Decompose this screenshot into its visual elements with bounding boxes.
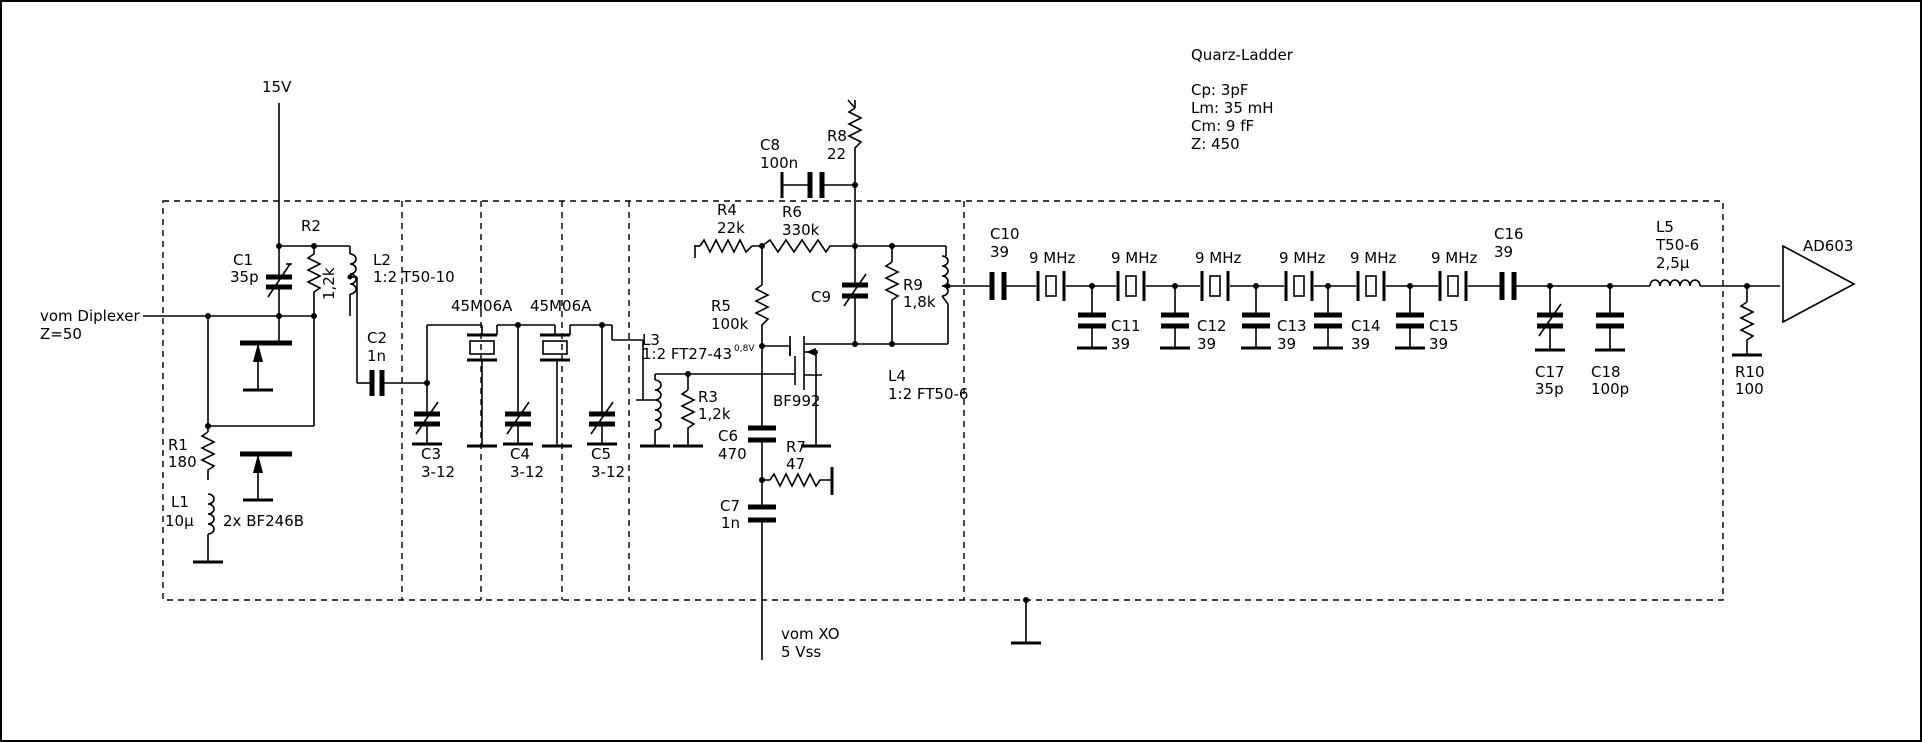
r9-value: 1,8k [903, 293, 936, 311]
c17-ref: C17 [1535, 363, 1565, 381]
ladder-filter [948, 244, 1856, 357]
input-impedance: Z=50 [40, 325, 82, 343]
ladder-xtal-5: 9 MHz [1350, 249, 1397, 267]
r5-ref: R5 [711, 297, 731, 315]
r4-value: 22k [717, 219, 745, 237]
enclosure [162, 200, 1724, 645]
input-stage [143, 103, 358, 564]
ladder-xtal-3: 9 MHz [1195, 249, 1242, 267]
r3-ref: R3 [698, 388, 718, 406]
labels: Quarz-Ladder Cp: 3pF Lm: 35 mH Cm: 9 fF … [40, 46, 1853, 661]
r6-value: 330k [782, 221, 820, 239]
quarz-lm: Lm: 35 mH [1191, 99, 1274, 117]
c3-value: 3-12 [421, 463, 455, 481]
xo-label: vom XO [781, 625, 840, 643]
bias-note: 0,8V [734, 344, 755, 354]
l5-ref: L5 [1656, 218, 1674, 236]
c6-value: 470 [718, 445, 747, 463]
r8-value: 22 [827, 145, 846, 163]
output-label: AD603 [1803, 237, 1853, 255]
c13-ref: C13 [1277, 317, 1307, 335]
l5-value: 2,5µ [1656, 254, 1690, 272]
ladder-xtal-1: 9 MHz [1029, 249, 1076, 267]
c16-value: 39 [1494, 243, 1513, 261]
c16-ref: C16 [1494, 225, 1524, 243]
c18-value: 100p [1591, 380, 1629, 398]
c14-value: 39 [1351, 335, 1370, 353]
c12-value: 39 [1197, 335, 1216, 353]
ladder-xtal-4: 9 MHz [1279, 249, 1326, 267]
c8-ref: C8 [760, 136, 780, 154]
r7-ref: R7 [786, 438, 806, 456]
r6-ref: R6 [782, 203, 802, 221]
supply-label: 15V [262, 78, 292, 96]
c11-value: 39 [1111, 335, 1130, 353]
ladder-xtal-6: 9 MHz [1431, 249, 1478, 267]
l4-ref: L4 [888, 367, 906, 385]
crystal-filter-section [357, 322, 643, 448]
r2-value: 1,2k [320, 267, 338, 300]
r1-value: 180 [168, 453, 197, 471]
l5-type: T50-6 [1655, 236, 1699, 254]
c10-ref: C10 [990, 225, 1020, 243]
jfet-label: 2x BF246B [223, 512, 304, 530]
r7-value: 47 [786, 455, 805, 473]
c7-ref: C7 [720, 497, 740, 515]
l2-value: 1:2 T50-10 [373, 268, 455, 286]
l1-value: 10µ [165, 512, 194, 530]
c18-ref: C18 [1591, 363, 1621, 381]
c14-ref: C14 [1351, 317, 1381, 335]
r1-ref: R1 [168, 436, 188, 454]
r3-value: 1,2k [698, 405, 731, 423]
c5-ref: C5 [591, 445, 611, 463]
amplifier-stage [636, 99, 951, 660]
mosfet-label: BF992 [773, 392, 821, 410]
c2-ref: C2 [367, 329, 387, 347]
c2-value: 1n [367, 347, 386, 365]
c3-ref: C3 [421, 445, 441, 463]
c10-value: 39 [990, 243, 1009, 261]
c1-value: 35p [230, 268, 259, 286]
r5-value: 100k [711, 315, 749, 333]
r10-ref: R10 [1735, 363, 1765, 381]
l3-value: 1:2 FT27-43 [642, 345, 732, 363]
c12-ref: C12 [1197, 317, 1227, 335]
quarz-title: Quarz-Ladder [1191, 46, 1294, 64]
l1-ref: L1 [171, 493, 189, 511]
r2-ref: R2 [301, 217, 321, 235]
xo-level: 5 Vss [781, 643, 821, 661]
c15-value: 39 [1429, 335, 1448, 353]
r4-ref: R4 [717, 201, 737, 219]
crystal-ref-1: 45M06A [451, 297, 513, 315]
c8-value: 100n [760, 154, 798, 172]
c9-ref: C9 [811, 288, 831, 306]
c4-ref: C4 [510, 445, 530, 463]
r10-value: 100 [1735, 380, 1764, 398]
r8-ref: R8 [827, 127, 847, 145]
c17-value: 35p [1535, 380, 1564, 398]
c15-ref: C15 [1429, 317, 1459, 335]
c1-ref: C1 [233, 251, 253, 269]
c4-value: 3-12 [510, 463, 544, 481]
l2-ref: L2 [373, 251, 391, 269]
l3-ref: L3 [642, 331, 660, 349]
r9-ref: R9 [903, 276, 923, 294]
quarz-cp: Cp: 3pF [1191, 81, 1249, 99]
c13-value: 39 [1277, 335, 1296, 353]
c5-value: 3-12 [591, 463, 625, 481]
quarz-z: Z: 450 [1191, 135, 1240, 153]
l4-value: 1:2 FT50-6 [888, 385, 968, 403]
crystal-ref-2: 45M06A [530, 297, 592, 315]
input-label: vom Diplexer [40, 307, 140, 325]
ladder-xtal-2: 9 MHz [1111, 249, 1158, 267]
c6-ref: C6 [718, 427, 738, 445]
c7-value: 1n [721, 514, 740, 532]
quarz-cm: Cm: 9 fF [1191, 117, 1254, 135]
c11-ref: C11 [1111, 317, 1141, 335]
